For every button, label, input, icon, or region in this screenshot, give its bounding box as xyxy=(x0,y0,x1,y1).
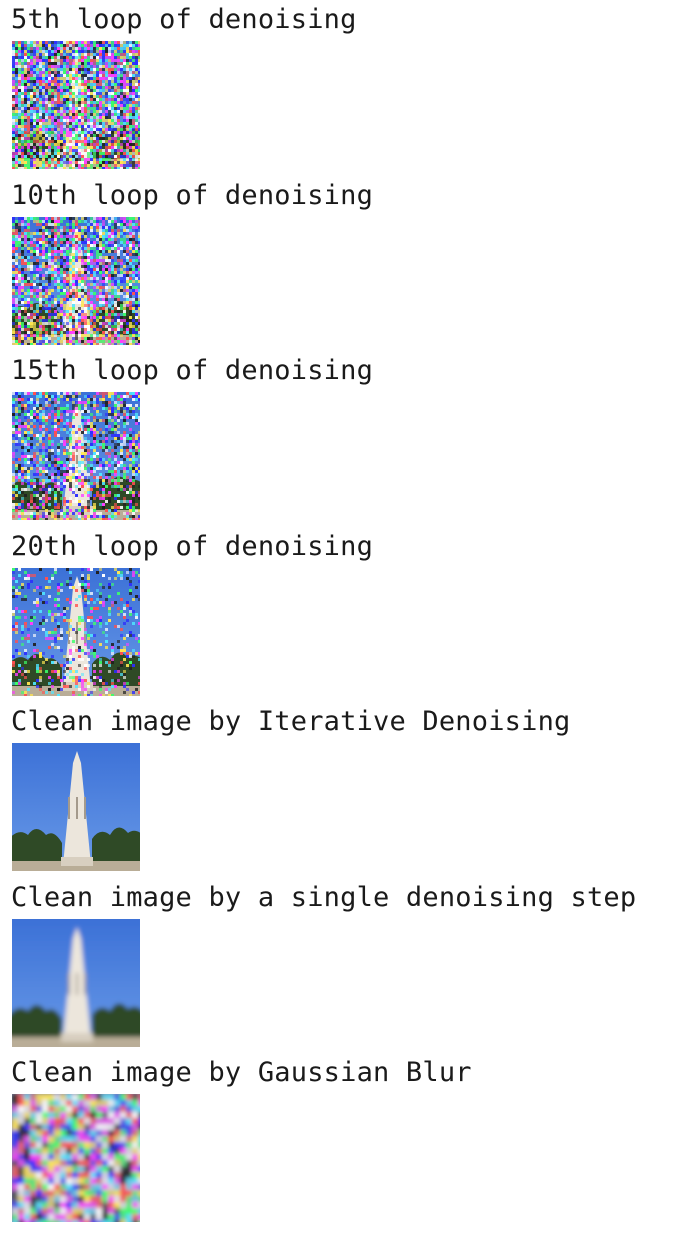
noisy-campanile-image xyxy=(12,41,140,169)
result-10th-loop: 10th loop of denoising xyxy=(11,180,671,356)
result-gaussian-blur: Clean image by Gaussian Blur xyxy=(11,1057,671,1233)
clean-campanile-image xyxy=(12,743,140,871)
noisy-campanile-image xyxy=(12,392,140,520)
result-single-step: Clean image by a single denoising step xyxy=(11,882,671,1058)
caption-iterative-denoising: Clean image by Iterative Denoising xyxy=(11,706,571,737)
blurred-noise-image xyxy=(12,1094,140,1222)
result-15th-loop: 15th loop of denoising xyxy=(11,355,671,531)
caption-single-step: Clean image by a single denoising step xyxy=(11,881,637,913)
caption-15th-loop: 15th loop of denoising xyxy=(11,355,374,386)
result-5th-loop: 5th loop of denoising xyxy=(11,4,671,180)
notebook-output: 5th loop of denoising 10th loop of denoi… xyxy=(11,4,671,1233)
result-iterative-denoising: Clean image by Iterative Denoising xyxy=(11,706,671,882)
noisy-campanile-image xyxy=(12,216,140,345)
result-20th-loop: 20th loop of denoising xyxy=(11,531,671,707)
noisy-campanile-image xyxy=(12,567,140,696)
caption-10th-loop: 10th loop of denoising xyxy=(11,179,374,211)
caption-gaussian-blur: Clean image by Gaussian Blur xyxy=(11,1057,472,1088)
caption-5th-loop: 5th loop of denoising xyxy=(11,4,357,35)
caption-20th-loop: 20th loop of denoising xyxy=(11,530,374,562)
blurry-campanile-image xyxy=(12,918,140,1047)
